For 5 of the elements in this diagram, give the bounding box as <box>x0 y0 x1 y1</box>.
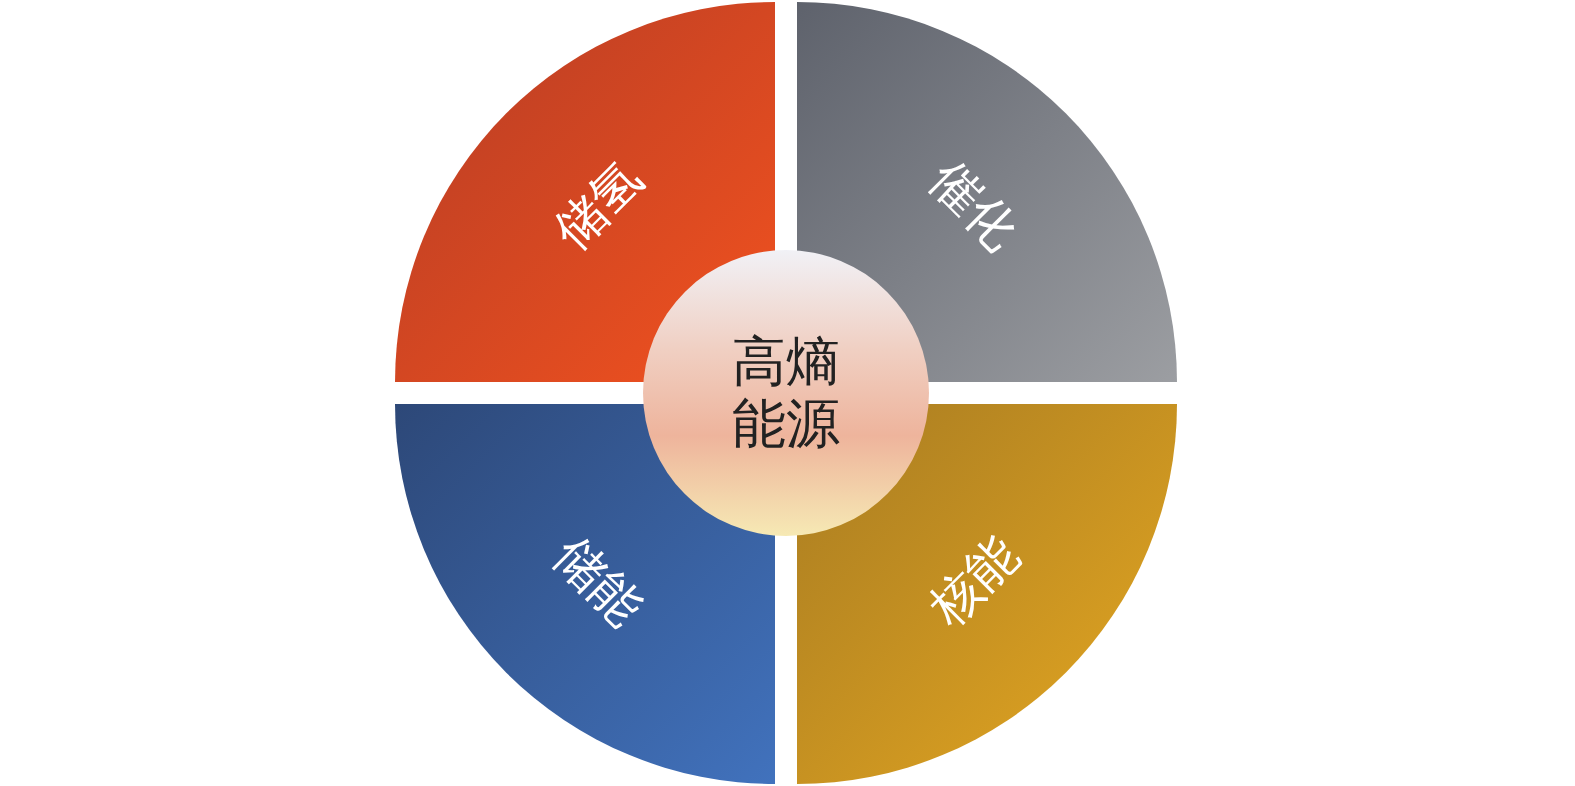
center-label: 高熵能源 <box>731 331 842 456</box>
segment-label: 催化 <box>920 152 1027 259</box>
segment-label: 储能 <box>545 527 652 634</box>
segment-label: 核能 <box>920 527 1027 634</box>
segment-label: 储氢 <box>545 152 652 259</box>
